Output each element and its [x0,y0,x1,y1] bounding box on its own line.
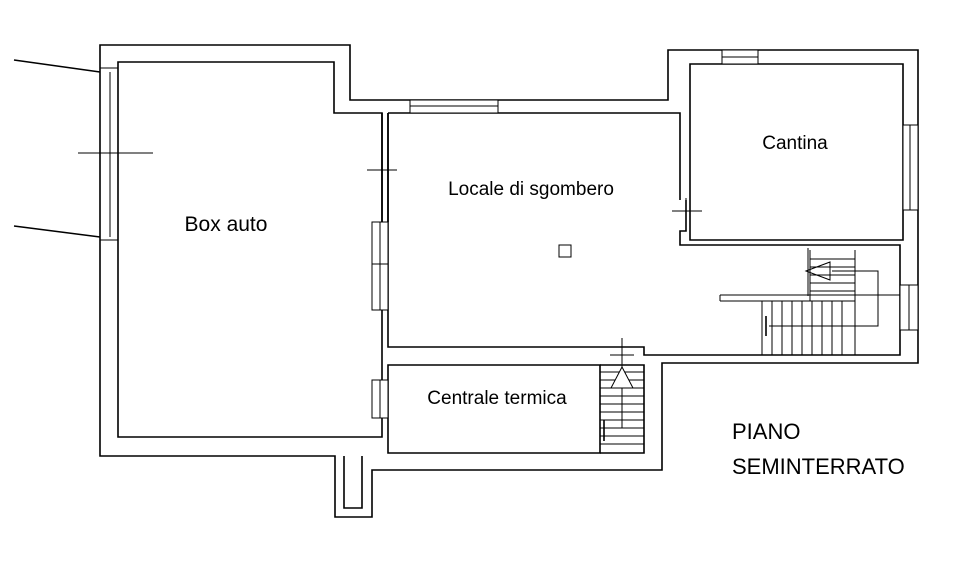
entrance-line-bottom [13,225,101,238]
floor-label-line1: PIANO [732,419,800,444]
stairs-right [719,248,900,355]
label-locale-sgombero: Locale di sgombero [448,179,614,200]
cantina-inner-wall [689,63,904,241]
entrance-line-top [13,59,101,73]
label-cantina: Cantina [762,133,828,154]
column-symbol [558,244,572,258]
stair-arrow-icon [804,261,831,281]
label-box-auto: Box auto [185,213,268,236]
stair-arrow-up-icon [610,365,634,389]
outer-wall [99,44,919,518]
label-centrale-termica: Centrale termica [427,388,567,409]
stairs-center [600,338,644,445]
sgombero-inner-wall-2 [387,113,901,356]
floor-label-line2: SEMINTERRATO [732,454,905,479]
shaft-inner-wall [343,456,363,509]
box-auto-inner-wall [117,61,383,438]
centrale-termica-inner-wall [387,364,601,454]
